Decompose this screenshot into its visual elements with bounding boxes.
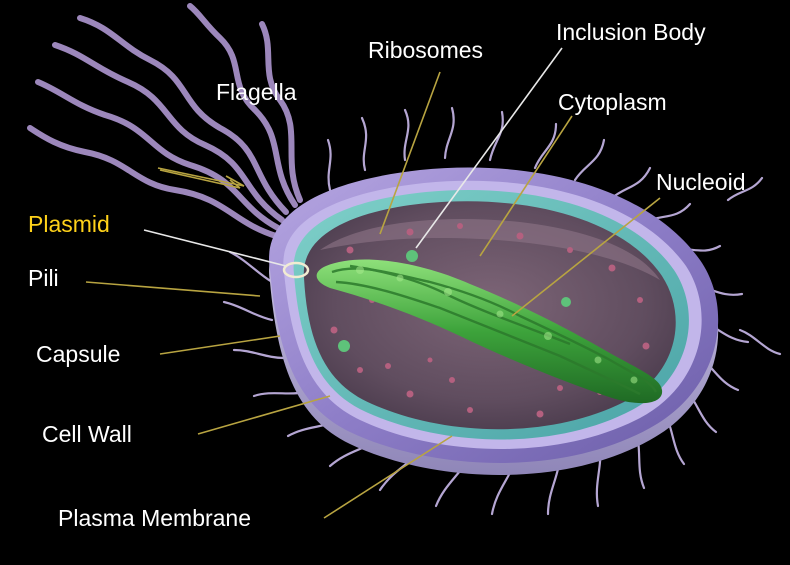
label-inclusion-body: Inclusion Body — [556, 19, 706, 45]
label-flagella: Flagella — [216, 79, 297, 105]
label-plasma-membrane: Plasma Membrane — [58, 505, 251, 531]
label-pili: Pili — [28, 265, 59, 291]
label-cell-wall: Cell Wall — [42, 421, 132, 447]
label-cytoplasm: Cytoplasm — [558, 89, 667, 115]
label-plasmid: Plasmid — [28, 211, 110, 237]
label-nucleoid: Nucleoid — [656, 169, 746, 195]
label-capsule: Capsule — [36, 341, 120, 367]
label-ribosomes: Ribosomes — [368, 37, 483, 63]
